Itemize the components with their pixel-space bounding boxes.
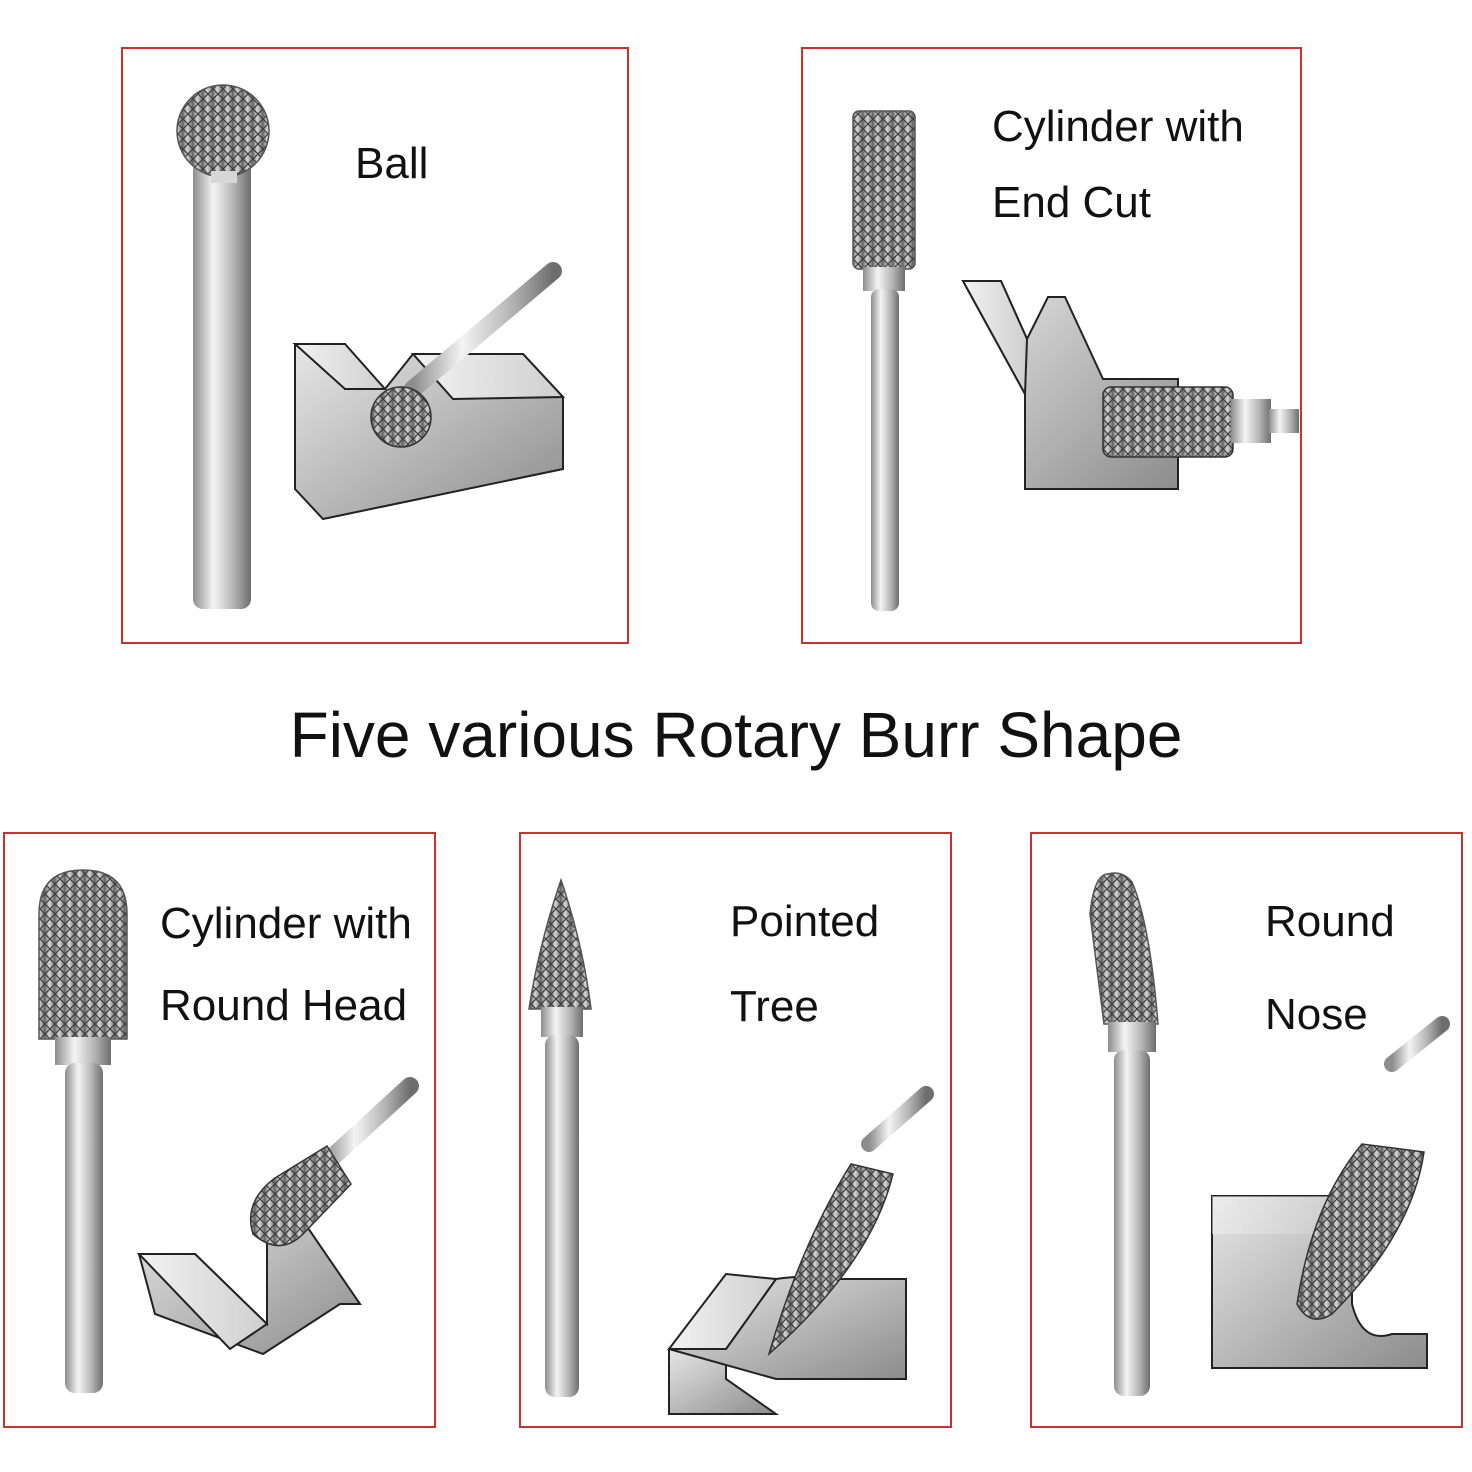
panel-label-line-2: Tree: [730, 982, 819, 1031]
panel-label-line-1: Cylinder with: [160, 899, 412, 948]
panel-label-line-2: End Cut: [992, 178, 1151, 227]
cylinder-round-head-burr-icon: [38, 869, 419, 1393]
panel-ball: Ball: [121, 47, 629, 644]
panel-cylinder-end-cut: Cylinder with End Cut: [801, 47, 1302, 644]
panel-cylinder-round-head: Cylinder with Round Head: [3, 832, 436, 1428]
panel-label-line-1: Round: [1265, 897, 1395, 946]
round-nose-burr-icon: [1089, 872, 1450, 1396]
pointed-tree-burr-icon: [528, 877, 934, 1415]
panel-pointed-tree: Pointed Tree: [519, 832, 952, 1428]
ball-burr-icon: [176, 84, 566, 609]
panel-label-line-2: Nose: [1265, 990, 1368, 1039]
panel-round-nose: Round Nose: [1030, 832, 1463, 1428]
panel-label-line-1: Ball: [355, 139, 429, 188]
panel-label-line-2: Round Head: [160, 981, 408, 1030]
page-title: Five various Rotary Burr Shape: [289, 699, 1183, 771]
panel-label-line-1: Cylinder with: [992, 102, 1244, 151]
cylinder-end-cut-burr-icon: [852, 110, 1299, 611]
panel-label-line-1: Pointed: [730, 897, 880, 946]
